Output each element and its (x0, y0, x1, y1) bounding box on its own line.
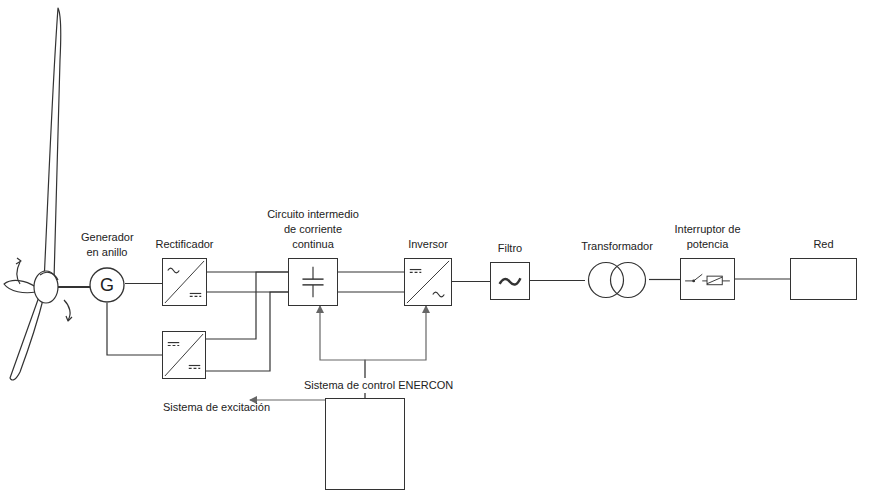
rotor-hub (34, 271, 58, 303)
dc-link-box: Circuito intermedio de corriente continu… (288, 258, 338, 306)
transformer-symbol: Transformador (585, 261, 649, 299)
excitation-box: Sistema de excitación (162, 331, 206, 379)
excitation-box-symbol (163, 332, 205, 378)
connector-line (206, 292, 288, 371)
inverter-box: Inversor (404, 258, 452, 306)
node-label: Sistema de control ENERCON (302, 378, 455, 393)
power-line (649, 279, 680, 280)
connector-line (452, 281, 490, 282)
connector-line (649, 279, 680, 280)
node-label: Transformador (572, 239, 662, 254)
transformer-symbol-symbol (585, 261, 649, 299)
power-line (207, 272, 288, 292)
node-label: Interruptor de potencia (670, 222, 746, 252)
connector-line (250, 399, 325, 400)
power-line (530, 280, 585, 281)
node-label: Inversor (393, 237, 463, 252)
node-label: Generador en anillo (81, 230, 133, 260)
control-system-box: Sistema de control ENERCON (325, 398, 405, 490)
rotor-blade (4, 280, 36, 292)
circuit-breaker-box: Interruptor de potencia (680, 258, 735, 300)
node-label: Sistema de excitación (163, 400, 270, 415)
rotor-blade (44, 8, 61, 282)
rotor-blade (10, 294, 44, 380)
grid-box: Red (790, 258, 857, 300)
filter-box: Filtro (490, 262, 530, 300)
connector-line (206, 272, 288, 339)
generator-circle: Generador en anilloG (89, 267, 125, 303)
connector-line (125, 283, 162, 284)
connector-line (338, 271, 404, 272)
node-label: Red (794, 237, 854, 252)
connector-line (338, 291, 404, 292)
power-line (107, 303, 162, 355)
power-line (206, 272, 288, 371)
connector-line (735, 278, 790, 279)
rectifier-box: Rectificador (162, 258, 207, 306)
node-label: Filtro (480, 241, 540, 256)
node-symbol-letter: G (89, 273, 125, 297)
dc-link-box-symbol (289, 259, 337, 305)
inverter-box-symbol (405, 259, 451, 305)
rotation-arrow (17, 262, 20, 284)
rotation-arrow (66, 316, 72, 321)
hub-detail (40, 272, 58, 280)
rotation-arrow (16, 258, 21, 264)
power-line (125, 283, 162, 284)
control-arrow (250, 400, 325, 401)
power-line (735, 279, 790, 280)
circuit-breaker-box-symbol (681, 259, 734, 299)
rectifier-box-symbol (163, 259, 206, 305)
power-line (452, 281, 490, 282)
node-label: Rectificador (145, 237, 225, 252)
connector-line (530, 280, 585, 281)
node-label: Circuito intermedio de corriente continu… (263, 207, 363, 252)
connector-line (107, 303, 162, 355)
filter-box-symbol (491, 263, 529, 299)
power-line (338, 272, 404, 292)
